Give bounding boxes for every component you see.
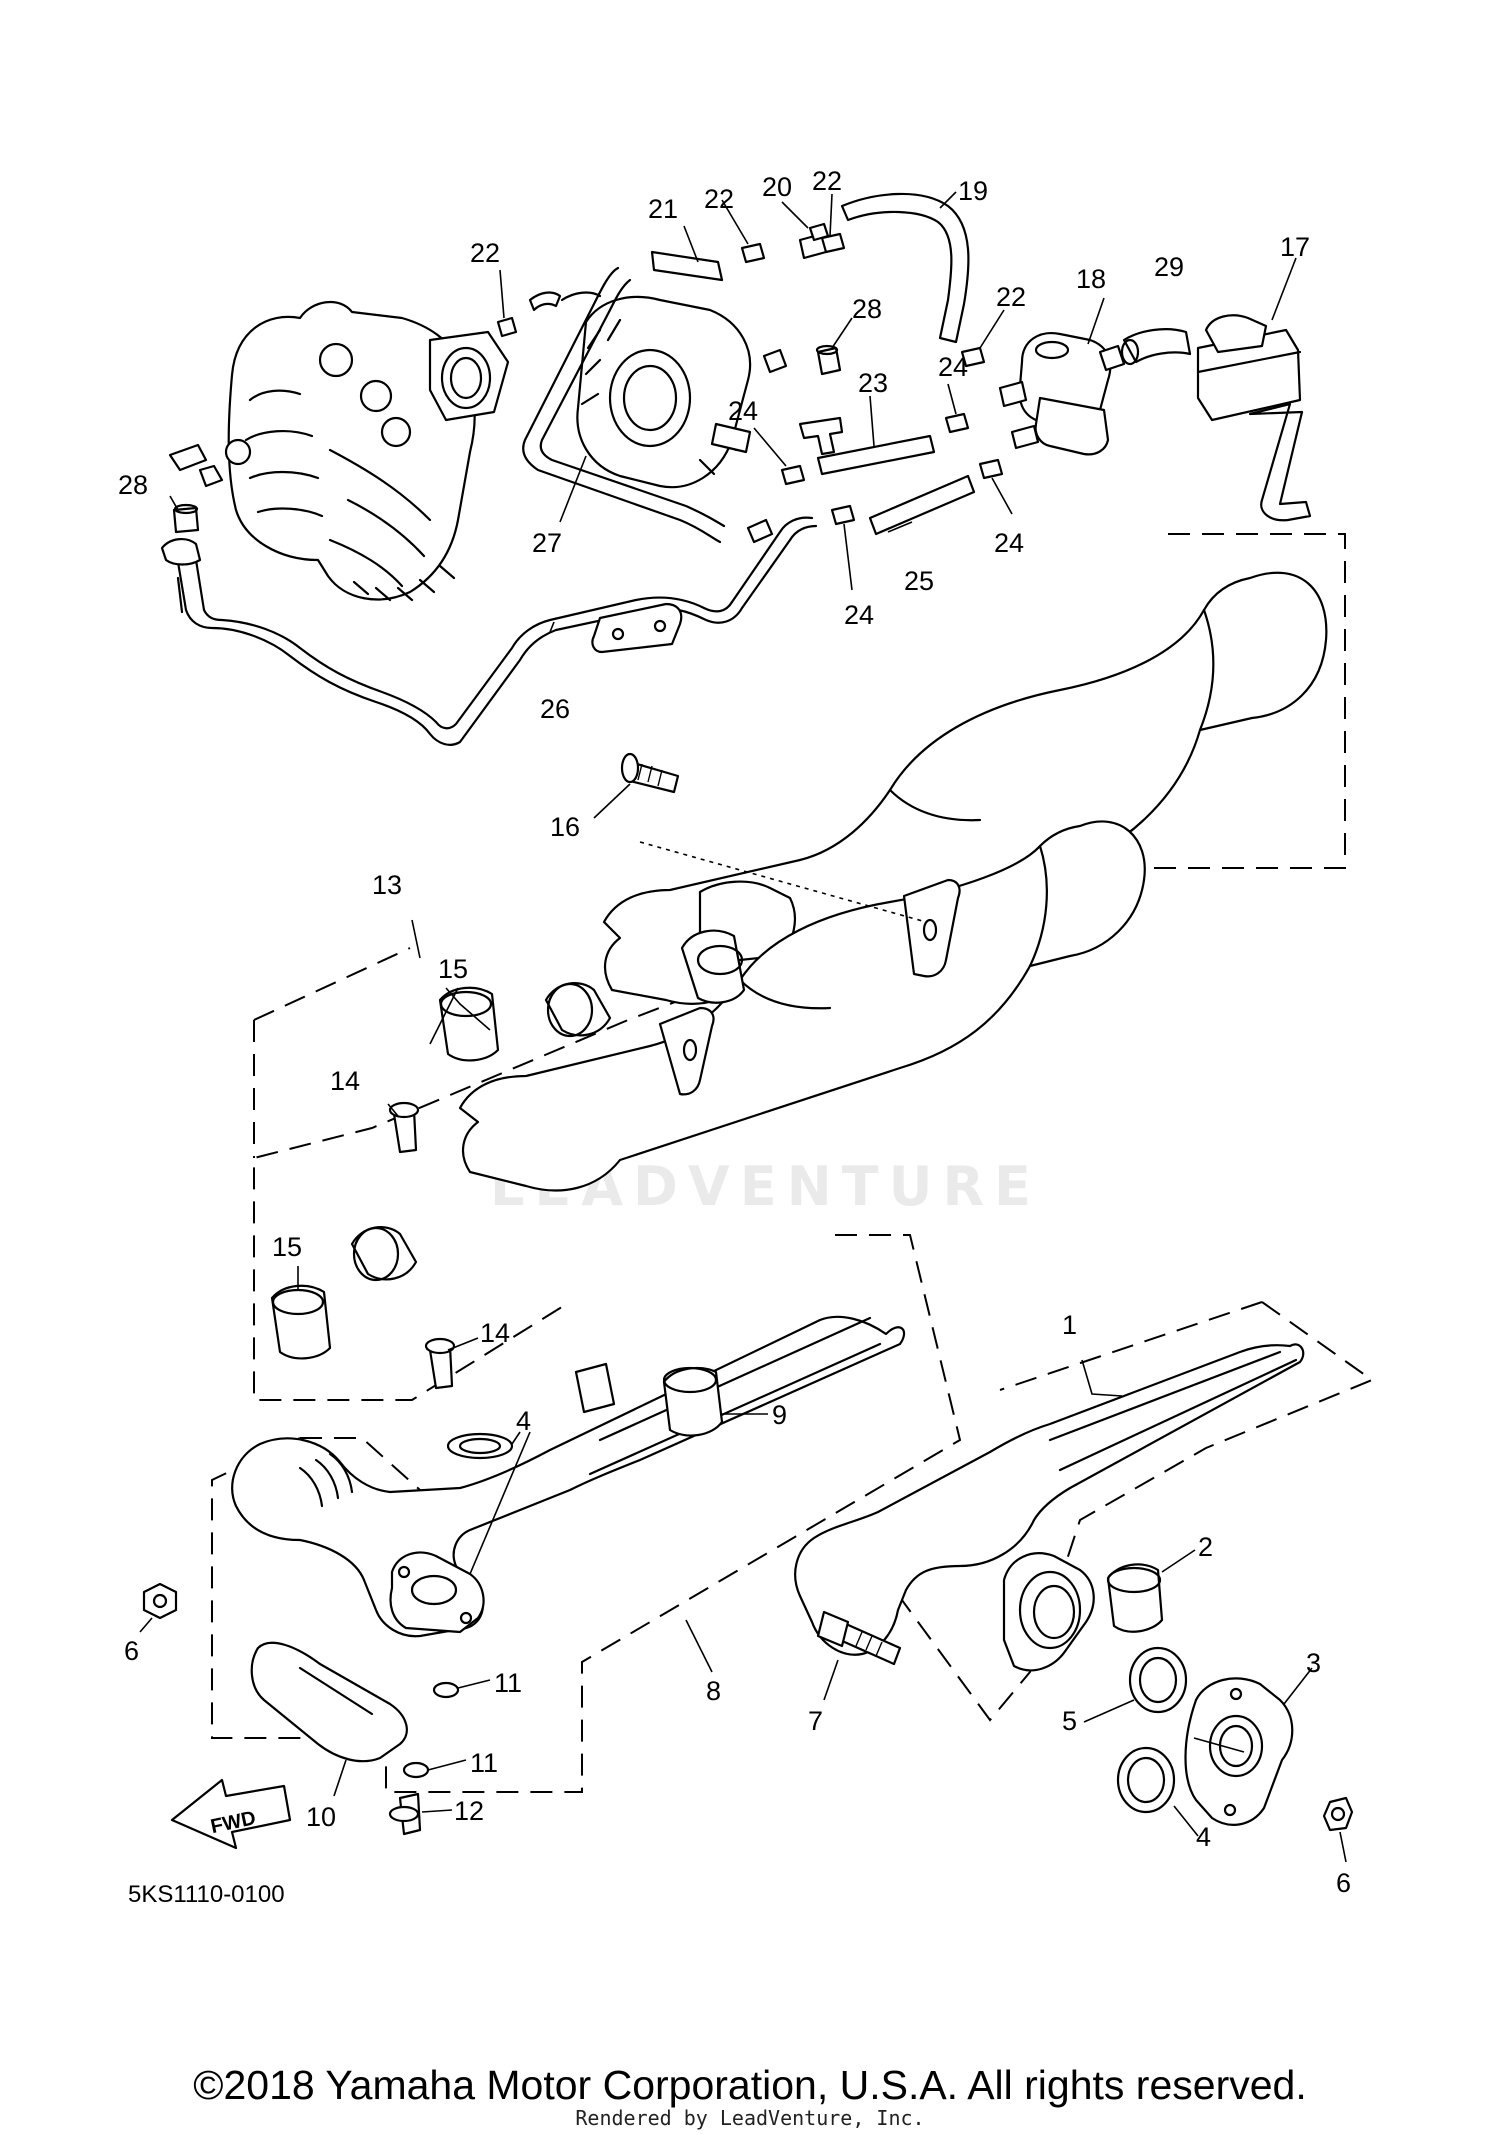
clamp-22-d xyxy=(960,346,986,368)
callout-11-upper: 11 xyxy=(494,1668,522,1698)
washer-11-lower xyxy=(402,1761,430,1779)
callout-6-left: 6 xyxy=(124,1636,139,1666)
hose-21 xyxy=(650,250,724,282)
forward-direction-arrow: FWD xyxy=(170,1778,292,1850)
callout-28-left: 28 xyxy=(118,470,148,500)
leader-lines xyxy=(139,191,1347,1863)
clamp-24-a xyxy=(780,464,806,486)
callout-20: 20 xyxy=(762,172,792,202)
air-filter-case-17 xyxy=(1196,314,1312,522)
nut-6-right xyxy=(1322,1796,1354,1832)
callout-1: 1 xyxy=(1062,1310,1077,1340)
callout-18: 18 xyxy=(1076,264,1106,294)
callout-28-center: 28 xyxy=(852,294,882,324)
callout-7: 7 xyxy=(808,1706,823,1736)
clamp-22-a xyxy=(740,242,766,264)
pipe-bracket xyxy=(591,602,683,654)
callout-12: 12 xyxy=(454,1796,484,1826)
callout-27: 27 xyxy=(532,528,562,558)
clamp-22-c xyxy=(496,316,518,338)
callout-22-right: 22 xyxy=(812,166,842,196)
callout-22-mid: 22 xyxy=(704,184,734,214)
callout-5: 5 xyxy=(1062,1706,1077,1736)
diagram-code: 5KS1110-0100 xyxy=(128,1881,285,1908)
muffler-assembly-boundary-13 xyxy=(253,533,1346,1401)
exhaust-pipe-boundary-1 xyxy=(851,1301,1375,1722)
copyright-notice: ©2018 Yamaha Motor Corporation, U.S.A. A… xyxy=(193,2062,1307,2108)
nut-6-left xyxy=(142,1582,178,1620)
exhaust-pipe-8 xyxy=(231,1315,906,1638)
callout-24-b: 24 xyxy=(938,352,968,382)
gasket-4-upper xyxy=(446,1432,514,1460)
gasket-9 xyxy=(662,1366,724,1437)
callout-24-d: 24 xyxy=(844,600,874,630)
engine-cylinder-illustration xyxy=(168,300,510,602)
hose-25 xyxy=(868,474,976,536)
gasket-15-lower xyxy=(270,1284,332,1360)
callout-22-valve: 22 xyxy=(996,282,1026,312)
gasket-2 xyxy=(1106,1563,1164,1633)
callout-14-upper: 14 xyxy=(330,1066,360,1096)
callout-8: 8 xyxy=(706,1676,721,1706)
exhaust-pipe-boundary-8 xyxy=(211,1234,962,1793)
callout-13: 13 xyxy=(372,870,402,900)
gasket-5 xyxy=(1128,1646,1188,1714)
callout-26: 26 xyxy=(540,694,570,724)
callout-19: 19 xyxy=(958,176,988,206)
callout-4-upper: 4 xyxy=(516,1406,531,1436)
callout-17: 17 xyxy=(1280,232,1310,262)
callout-23: 23 xyxy=(858,368,888,398)
callout-4-lower: 4 xyxy=(1196,1822,1211,1852)
hose-23 xyxy=(816,434,936,476)
callout-2: 2 xyxy=(1198,1532,1213,1562)
callout-25: 25 xyxy=(904,566,934,596)
hose-left xyxy=(528,291,562,312)
callout-24-c: 24 xyxy=(994,528,1024,558)
callout-9: 9 xyxy=(772,1400,787,1430)
exhaust-joint-3 xyxy=(1184,1677,1294,1826)
callout-10: 10 xyxy=(306,1802,336,1832)
gasket-15-upper xyxy=(438,986,500,1062)
clamp-24-b xyxy=(944,412,970,434)
callout-labels: 1 2 3 4 4 4 5 6 6 7 8 9 10 11 11 12 13 1… xyxy=(118,166,1351,1898)
callout-16: 16 xyxy=(550,812,580,842)
hose-19 xyxy=(840,192,970,344)
clamp-24-d xyxy=(830,504,856,526)
washer-11-upper xyxy=(432,1681,460,1699)
exhaust-flange-8 xyxy=(389,1551,485,1634)
cap-28-left xyxy=(172,506,200,534)
callout-21: 21 xyxy=(648,194,678,224)
muffler-bracket xyxy=(902,878,961,978)
gasket-4-lower xyxy=(1116,1746,1176,1814)
t-joint xyxy=(798,416,844,456)
clamp-22-b xyxy=(820,232,846,254)
hose-29 xyxy=(1122,328,1192,364)
callout-22-left: 22 xyxy=(470,238,500,268)
callout-15-upper: 15 xyxy=(438,954,468,984)
clamp-24-c xyxy=(978,458,1004,480)
callout-29: 29 xyxy=(1154,252,1184,282)
pipe-elbow-fitting xyxy=(160,538,202,566)
heat-protector-10 xyxy=(250,1641,408,1763)
air-pipe-27 xyxy=(522,266,726,544)
air-pipe-26 xyxy=(176,516,818,746)
muffler-joint xyxy=(680,929,746,1004)
callout-15-lower: 15 xyxy=(272,1232,302,1262)
callout-6-right: 6 xyxy=(1336,1868,1351,1898)
callout-11-lower: 11 xyxy=(470,1748,498,1778)
exhaust-pipe-1 xyxy=(794,1343,1305,1656)
callout-14-lower: 14 xyxy=(480,1318,510,1348)
callout-24-a: 24 xyxy=(728,396,758,426)
reed-valve-housing-illustration xyxy=(576,295,752,489)
air-cut-valve-18 xyxy=(998,332,1126,456)
rendered-by-credit: Rendered by LeadVenture, Inc. xyxy=(575,2106,925,2130)
callout-3: 3 xyxy=(1306,1648,1321,1678)
